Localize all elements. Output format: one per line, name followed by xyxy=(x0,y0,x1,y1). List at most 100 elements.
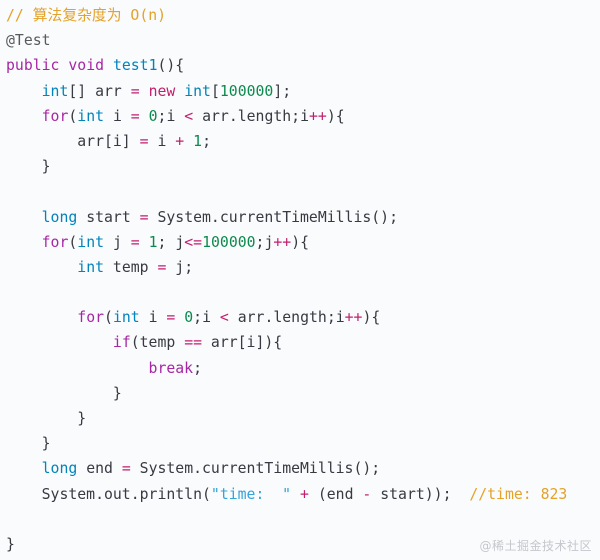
code-line: break; xyxy=(6,356,600,381)
code-line: int temp = j; xyxy=(6,255,600,280)
code-token-plain xyxy=(6,309,77,326)
code-token-keyword: public xyxy=(6,57,60,75)
code-token-plain xyxy=(140,108,149,125)
code-line: for(int i = 0;i < arr.length;i++){ xyxy=(6,104,600,129)
code-token-plain: end xyxy=(77,460,122,478)
code-token-op: + xyxy=(175,132,185,150)
code-token-op: + xyxy=(300,485,309,503)
code-token-plain: System.currentTimeMillis(); xyxy=(130,460,381,478)
code-token-op: = xyxy=(130,107,140,125)
code-token-plain: i xyxy=(139,309,167,327)
code-token-plain: [ xyxy=(210,82,220,100)
code-token-plain: ;j xyxy=(255,233,274,251)
code-token-number: 0 xyxy=(184,309,194,327)
code-token-plain xyxy=(6,108,42,125)
code-token-op: = xyxy=(130,233,140,251)
code-token-plain: } xyxy=(6,410,87,427)
code-token-op: < xyxy=(184,107,194,125)
code-token-plain: ( xyxy=(68,233,78,251)
code-token-plain xyxy=(6,234,42,251)
code-token-plain xyxy=(6,334,113,351)
code-line: System.out.println("time: " + (end - sta… xyxy=(6,482,600,507)
code-token-plain: arr[i]){ xyxy=(202,334,283,352)
code-line: for(int j = 1; j<=100000;j++){ xyxy=(6,230,600,255)
code-token-plain: ;i xyxy=(193,309,220,327)
code-token-plain: i xyxy=(148,132,176,150)
code-token-plain xyxy=(6,360,149,377)
code-token-plain: ){ xyxy=(291,233,310,251)
code-token-plain: ){ xyxy=(362,309,381,327)
code-token-plain: arr.length;i xyxy=(228,309,345,327)
code-line: } xyxy=(6,431,600,456)
code-token-op: <= xyxy=(184,233,203,251)
code-token-number: 0 xyxy=(148,107,158,125)
code-token-keyword: for xyxy=(41,233,69,251)
code-token-type: long xyxy=(41,460,78,478)
code-token-type: int xyxy=(77,107,105,125)
code-token-type: int xyxy=(77,233,105,251)
code-token-plain xyxy=(6,209,42,226)
code-token-plain: } xyxy=(6,158,51,176)
code-token-plain: i xyxy=(104,107,131,125)
code-token-op: < xyxy=(219,309,229,327)
code-token-plain: ; j xyxy=(157,233,185,251)
code-token-plain xyxy=(6,460,42,477)
code-token-plain: System.out.println( xyxy=(6,485,211,503)
code-line: if(temp == arr[i]){ xyxy=(6,330,600,355)
code-token-plain: start xyxy=(77,208,140,226)
code-token-op: = xyxy=(121,460,131,478)
code-token-plain: ( xyxy=(104,309,113,327)
code-token-plain: ;i xyxy=(157,107,185,125)
code-token-plain xyxy=(291,486,300,503)
code-token-type: test1 xyxy=(112,57,158,75)
code-token-op: == xyxy=(184,334,203,352)
code-token-meta: @Test xyxy=(6,32,51,50)
code-token-keyword: break xyxy=(148,359,194,377)
code-token-op: - xyxy=(362,485,372,503)
code-token-plain: start)); xyxy=(371,485,470,503)
code-token-plain: System.currentTimeMillis(); xyxy=(148,208,398,226)
code-token-type: long xyxy=(41,208,78,226)
code-token-plain: (temp xyxy=(130,334,185,352)
code-line: } xyxy=(6,532,600,557)
code-token-plain: } xyxy=(6,384,122,402)
code-token-plain: j; xyxy=(166,258,194,276)
code-token-comment: // 算法复杂度为 O(n) xyxy=(6,7,167,24)
code-token-plain: (){ xyxy=(157,57,185,75)
code-token-plain xyxy=(140,83,149,100)
code-token-type: int xyxy=(112,309,140,327)
code-token-plain: [] arr xyxy=(68,82,131,100)
code-token-op: = xyxy=(157,258,167,276)
code-line: long end = System.currentTimeMillis(); xyxy=(6,456,600,481)
code-token-number: 100000 xyxy=(202,233,256,251)
code-token-plain: arr[i] xyxy=(6,132,140,150)
code-line: } xyxy=(6,406,600,431)
code-line: int[] arr = new int[100000]; xyxy=(6,79,600,104)
code-token-plain: ]; xyxy=(273,82,292,100)
code-line: public void test1(){ xyxy=(6,53,600,78)
code-token-number: 1 xyxy=(193,132,203,150)
code-token-plain: temp xyxy=(104,258,158,276)
code-token-op: = xyxy=(139,132,149,150)
code-line: arr[i] = i + 1; xyxy=(6,129,600,154)
code-token-string: "time: " xyxy=(210,485,292,503)
code-token-keyword: if xyxy=(112,334,131,352)
code-token-type: int xyxy=(41,82,69,100)
code-token-type: int xyxy=(77,258,105,276)
code-token-plain: j xyxy=(104,233,131,251)
code-token-plain xyxy=(104,57,113,74)
code-token-keyword: for xyxy=(77,309,105,327)
code-token-keyword: void xyxy=(68,57,105,75)
code-token-op: = xyxy=(166,309,176,327)
code-token-plain: ){ xyxy=(326,107,345,125)
code-line: } xyxy=(6,154,600,179)
code-line xyxy=(6,280,600,305)
code-token-op: ++ xyxy=(273,233,292,251)
code-token-type: int xyxy=(184,82,211,100)
code-token-plain: arr.length;i xyxy=(193,107,309,125)
code-token-op: = xyxy=(139,208,149,226)
code-token-number: 1 xyxy=(148,233,158,251)
code-token-plain: } xyxy=(6,535,15,553)
